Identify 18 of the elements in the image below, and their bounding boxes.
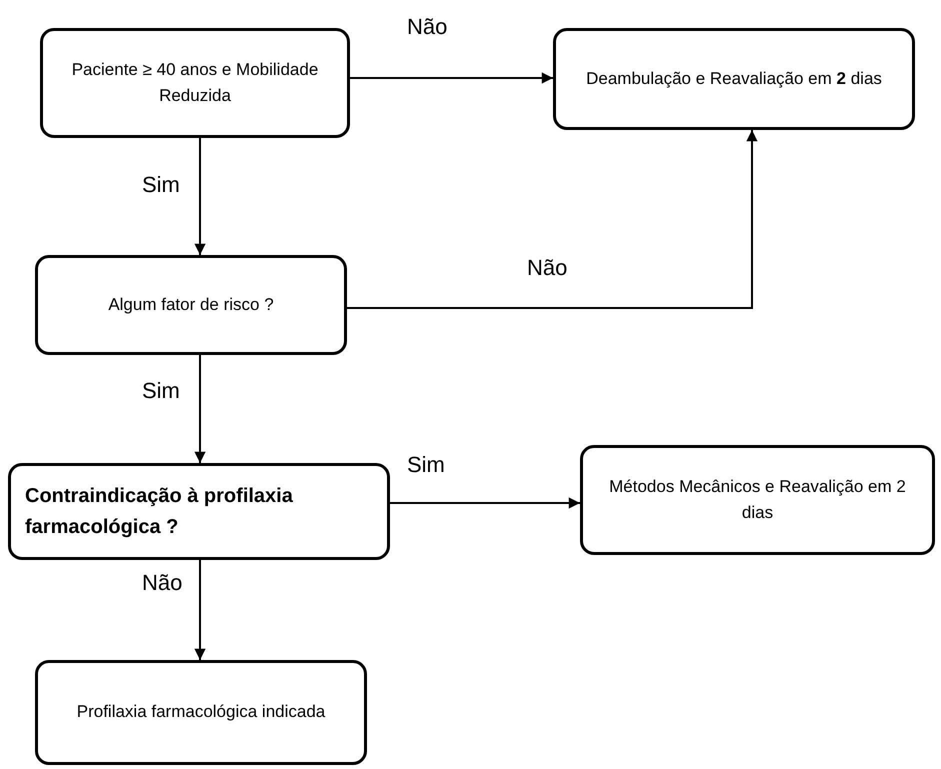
box-text: Métodos Mecânicos e Reavalição em 2 dias	[608, 476, 907, 524]
arrow	[194, 560, 206, 660]
box-text: Algum fator de risco ?	[108, 294, 274, 316]
box-text: Contraindicação à profilaxia farmacológica ?	[25, 484, 294, 540]
process-box	[40, 28, 350, 138]
process-box	[8, 463, 390, 560]
arrow	[350, 72, 553, 84]
box-text: Deambulação e Reavaliação em 2 dias	[586, 68, 882, 90]
process-box	[35, 255, 347, 355]
process-box	[35, 660, 367, 765]
box-text: Profilaxia farmacológica indicada	[76, 701, 326, 724]
arrow	[194, 138, 206, 255]
arrow	[347, 130, 758, 309]
process-box	[580, 445, 935, 555]
arrow	[194, 355, 206, 463]
process-box	[553, 28, 915, 130]
arrow	[390, 497, 580, 509]
box-text: Paciente ≥ 40 anos e Mobilidade Reduzida	[70, 58, 320, 107]
